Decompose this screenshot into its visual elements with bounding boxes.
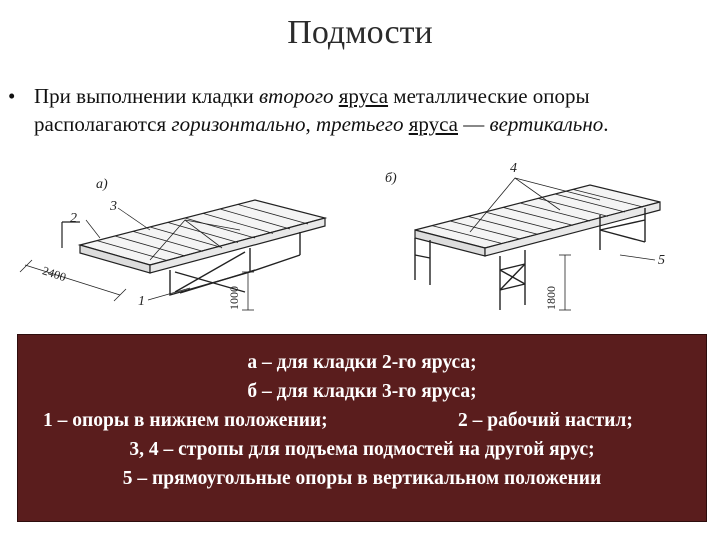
caption-item-2: 2 – рабочий настил; xyxy=(458,410,633,431)
dimension-height-a: 1000 xyxy=(227,286,241,310)
callout-5-b: 5 xyxy=(658,253,665,268)
callout-4-b: 4 xyxy=(510,161,517,176)
caption-line-3-4: 3, 4 – стропы для подъема подмостей на д… xyxy=(129,439,595,460)
text-run: , xyxy=(305,112,317,136)
callout-3-a: 3 xyxy=(109,199,117,214)
text-run: — xyxy=(458,112,490,136)
bullet-paragraph: • При выполнении кладки второго яруса ме… xyxy=(8,82,708,138)
callout-1-a: 1 xyxy=(138,294,145,309)
scaffold-drawings: а) 2 3 1 2400 1000 xyxy=(19,161,665,311)
caption-item-1: 1 – опоры в нижнем положении; xyxy=(43,410,328,431)
text-run-italic: вертикально xyxy=(489,112,604,136)
caption-line-b: б – для кладки 3-го яруса; xyxy=(247,381,477,402)
dimension-width: 2400 xyxy=(41,263,68,284)
scaffold-figure-b xyxy=(414,177,661,311)
callout-2-a: 2 xyxy=(70,211,77,226)
bullet-mark: • xyxy=(8,84,16,108)
bullet-text: При выполнении кладки второго яруса мета… xyxy=(34,82,708,138)
scaffold-figure-a xyxy=(19,199,328,311)
legend-caption-box: а – для кладки 2-го яруса; б – для кладк… xyxy=(17,334,707,522)
text-run: металлические опоры располагаются xyxy=(34,84,590,136)
figure-b-label: б) xyxy=(385,171,397,186)
figure-a-label: а) xyxy=(96,177,108,192)
text-run-italic: третьего xyxy=(316,112,404,136)
page-title: Подмости xyxy=(287,14,433,51)
text-run-italic: второго xyxy=(259,84,334,108)
caption-line-1-2: 1 – опоры в нижнем положении; 2 – рабочи… xyxy=(18,406,706,435)
text-run: . xyxy=(603,112,609,136)
text-run-underlined: яруса xyxy=(408,112,458,136)
caption-line-a: а – для кладки 2-го яруса; xyxy=(247,352,477,373)
text-run-underlined: яруса xyxy=(338,84,389,108)
text-run-italic: горизонтально xyxy=(171,112,306,136)
dimension-height-b: 1800 xyxy=(544,286,558,310)
caption-line-5: 5 – прямоугольные опоры в вертикальном п… xyxy=(122,468,602,489)
text-run: При выполнении кладки xyxy=(34,84,260,108)
